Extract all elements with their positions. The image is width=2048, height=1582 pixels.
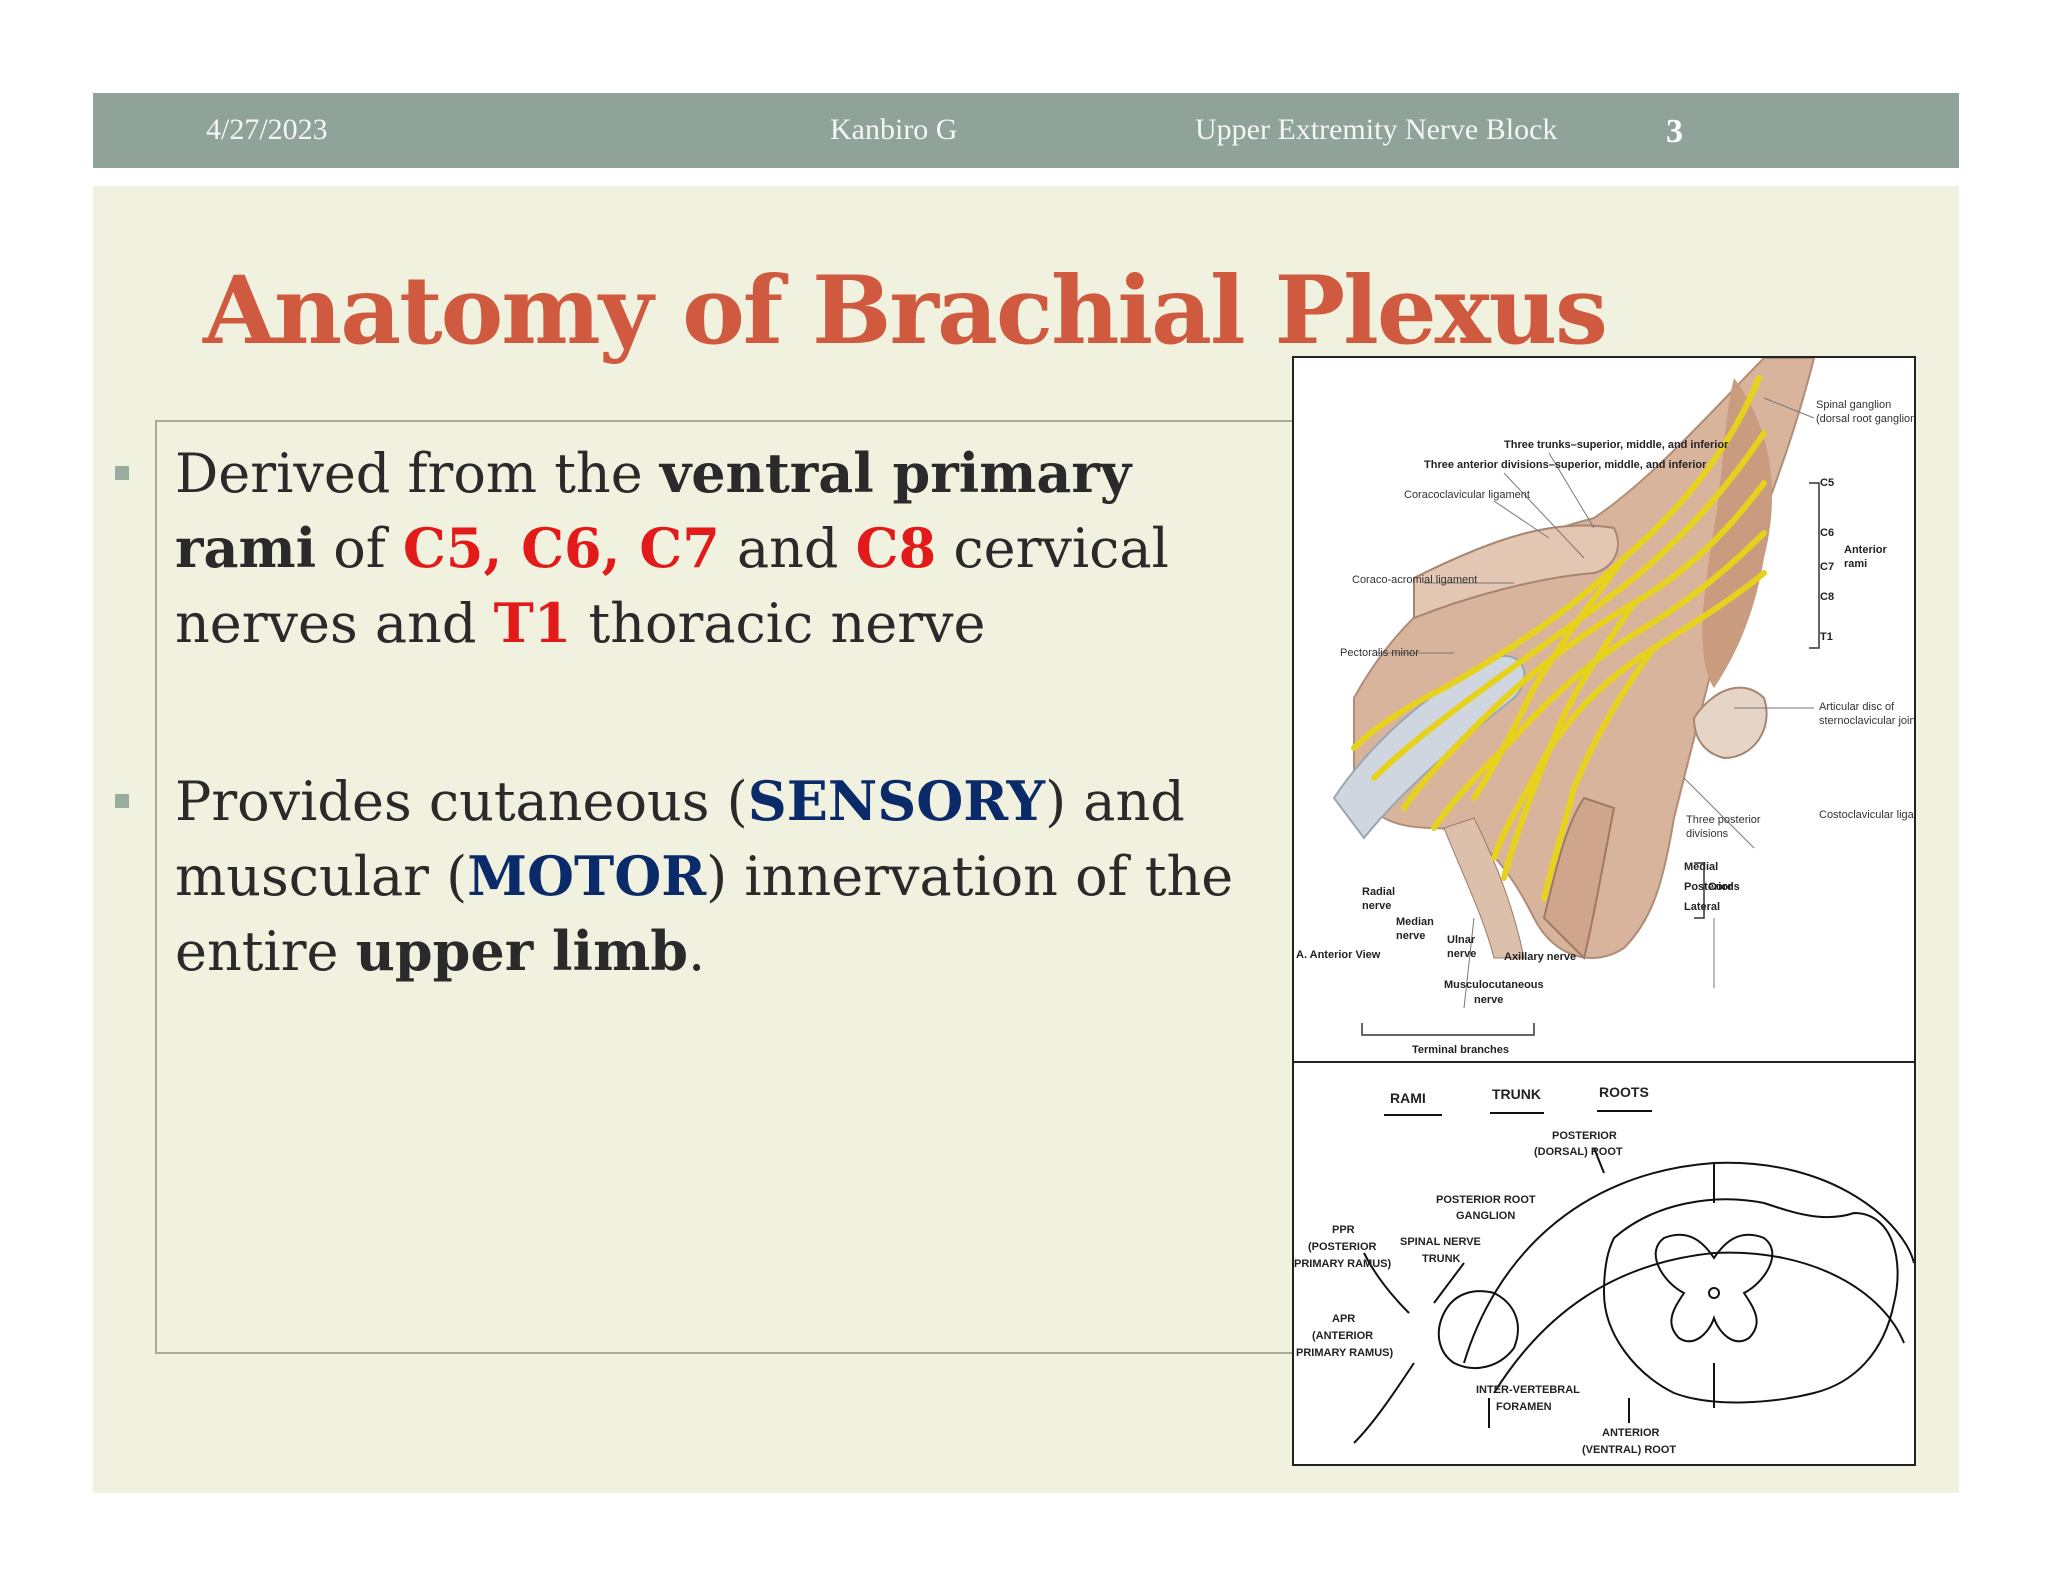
label-anterior-root-1: ANTERIOR [1602,1427,1660,1439]
label-musculo-1: Musculocutaneous [1444,979,1544,991]
label-rami: RAMI [1390,1090,1426,1106]
label-articular-disc-1: Articular disc of [1819,701,1895,713]
label-c6: C6 [1820,527,1834,539]
slide-title: Anatomy of Brachial Plexus [203,256,1608,366]
brachial-plexus-figure: Spinal ganglion (dorsal root ganglion) T… [1292,356,1938,1466]
label-ganglion-2: GANGLION [1456,1210,1515,1222]
label-axillary: Axillary nerve [1504,951,1576,963]
label-spinal-ganglion: Spinal ganglion [1816,399,1891,411]
label-c5: C5 [1820,477,1834,489]
label-c8: C8 [1820,591,1834,603]
label-median-2: nerve [1396,930,1425,942]
header-date: 4/27/2023 [206,113,328,146]
label-three-divisions: Three anterior divisions–superior, middl… [1424,459,1707,471]
label-dorsal-root-ganglion: (dorsal root ganglion) [1816,413,1914,425]
label-apr-3: PRIMARY RAMUS) [1296,1347,1394,1359]
label-foramen-1: INTER-VERTEBRAL [1476,1384,1580,1396]
label-cords: Cords [1708,881,1740,893]
label-three-trunks: Three trunks–superior, middle, and infer… [1504,439,1729,451]
label-anterior-rami-1: Anterior [1844,544,1888,556]
label-t1: T1 [1820,631,1833,643]
label-apr-2: (ANTERIOR [1312,1330,1373,1342]
label-spinal-trunk-1: SPINAL NERVE [1400,1236,1481,1248]
slide-body: Anatomy of Brachial Plexus Derived from … [93,186,1959,1493]
label-ppr-3: PRIMARY RAMUS) [1294,1258,1392,1270]
label-three-posterior-1: Three posterior [1686,814,1761,826]
label-ulnar-2: nerve [1447,948,1476,960]
bullet-marker [115,794,129,808]
label-lateral: Lateral [1684,901,1720,913]
header-author: Kanbiro G [830,113,958,146]
label-ppr-1: PPR [1332,1224,1355,1236]
label-anterior-rami-2: rami [1844,558,1867,570]
label-posterior: Posterior [1684,881,1733,893]
label-pectoralis-minor: Pectoralis minor [1340,647,1419,659]
label-ulnar-1: Ulnar [1447,934,1476,946]
label-apr-1: APR [1332,1313,1355,1325]
label-articular-disc-2: sternoclavicular joint [1819,715,1914,727]
label-terminal-branches: Terminal branches [1412,1044,1509,1056]
label-trunk: TRUNK [1492,1086,1541,1102]
bullet-derived-from: Derived from the ventral primary rami of… [115,436,1275,661]
label-musculo-2: nerve [1474,994,1503,1006]
label-posterior-root-1: POSTERIOR [1552,1130,1617,1142]
label-median-1: Median [1396,916,1434,928]
bullet-marker [115,466,129,480]
label-coracoacromial: Coraco-acromial ligament [1352,574,1477,586]
label-c7: C7 [1820,561,1834,573]
header-topic: Upper Extremity Nerve Block [1195,113,1558,146]
label-roots: ROOTS [1599,1084,1649,1100]
label-anterior-view: A. Anterior View [1296,949,1381,961]
label-spinal-trunk-2: TRUNK [1422,1253,1461,1265]
label-coracoclavicular: Coracoclavicular ligament [1404,489,1530,501]
label-three-posterior-2: divisions [1686,828,1729,840]
label-ganglion-1: POSTERIOR ROOT [1436,1194,1536,1206]
label-posterior-root-2: (DORSAL) ROOT [1534,1146,1623,1158]
label-foramen-2: FORAMEN [1496,1401,1552,1413]
label-radial-1: Radial [1362,886,1395,898]
label-ppr-2: (POSTERIOR [1308,1241,1377,1253]
label-anterior-root-2: (VENTRAL) ROOT [1582,1444,1676,1456]
label-radial-2: nerve [1362,900,1391,912]
label-medial: Medial [1684,861,1718,873]
anterior-view-illustration: Spinal ganglion (dorsal root ganglion) T… [1294,357,1938,1061]
label-costoclavicular: Costoclavicular ligament [1819,809,1914,821]
figure-divider [1294,1061,1914,1063]
bullet-provides-innervation: Provides cutaneous (SENSORY) and muscula… [115,764,1275,989]
spinal-nerve-diagram: RAMI TRUNK ROOTS POSTERIOR (DORSAL) ROOT… [1294,1063,1914,1464]
page-number: 3 [1666,113,1683,150]
slide-header: 4/27/2023 Kanbiro G Upper Extremity Nerv… [93,93,1959,168]
